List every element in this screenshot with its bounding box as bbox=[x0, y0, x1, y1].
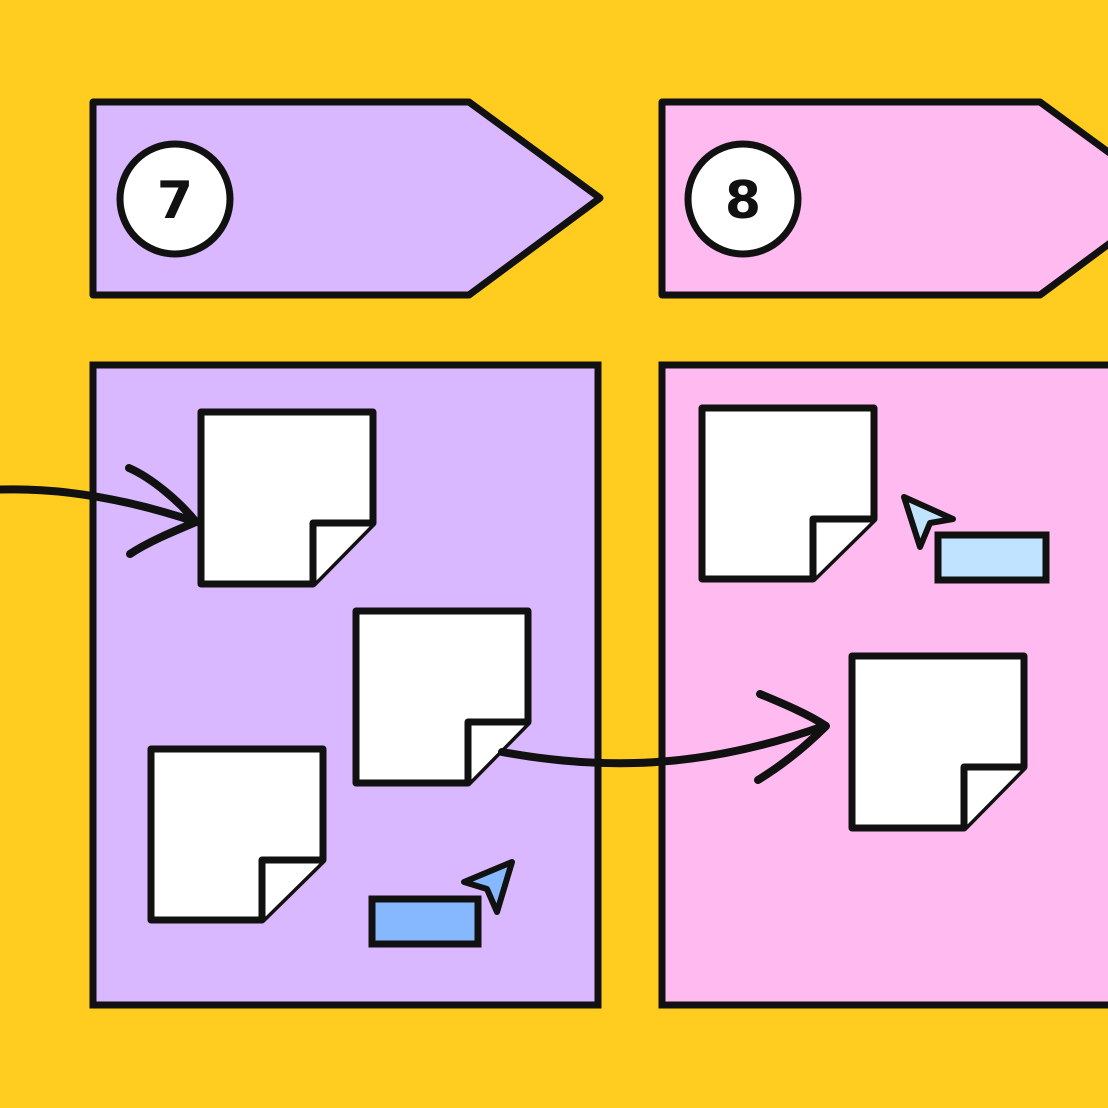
cursor-label bbox=[368, 895, 482, 948]
cursor-pointer-icon bbox=[901, 494, 956, 550]
sticky-note-icon[interactable] bbox=[147, 745, 327, 924]
collaborator-cursor bbox=[901, 494, 1050, 584]
sticky-note-icon[interactable] bbox=[848, 652, 1028, 832]
stage-7-badge bbox=[116, 140, 234, 258]
collaborator-cursor bbox=[368, 859, 515, 948]
cursor-pointer-icon bbox=[461, 859, 515, 915]
stage-7-header: 7 bbox=[89, 98, 604, 299]
stage-8-number: 8 bbox=[725, 171, 761, 231]
cursor-label bbox=[934, 531, 1050, 584]
sticky-note-icon[interactable] bbox=[197, 408, 377, 588]
sticky-note-icon[interactable] bbox=[352, 607, 532, 787]
stage-7-number: 7 bbox=[157, 171, 193, 231]
connector-arrow bbox=[498, 690, 830, 784]
sticky-note-icon[interactable] bbox=[698, 404, 878, 583]
stage-8-badge bbox=[684, 140, 802, 258]
connector-arrow bbox=[0, 464, 200, 558]
stage-8-header: 8 bbox=[658, 98, 1108, 299]
